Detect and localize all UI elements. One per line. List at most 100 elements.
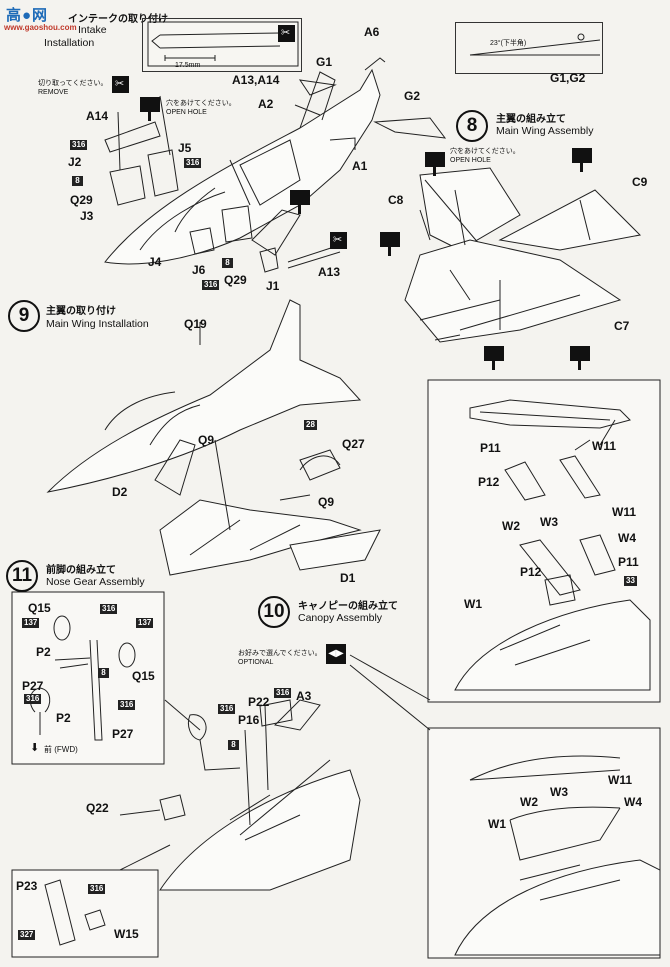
part-C9: C9 (632, 175, 648, 189)
open-hole-note-en: OPEN HOLE (166, 109, 207, 116)
part-Q15-b: Q15 (132, 669, 155, 683)
remove-knife-icon (278, 25, 295, 42)
part-J3: J3 (80, 209, 94, 223)
angle-label: 23°(下半角) (490, 40, 527, 47)
intake-title-en-a: Intake (78, 24, 107, 36)
part-Q15-a: Q15 (28, 601, 51, 615)
step10-number: 10 (258, 596, 290, 628)
part-W11-c: W11 (608, 773, 633, 787)
part-Q27: Q27 (342, 437, 365, 451)
part-J1: J1 (266, 279, 280, 293)
part-C8: C8 (388, 193, 404, 207)
part-A3: A3 (296, 689, 312, 703)
part-A13: A13 (318, 265, 341, 279)
dimension-label: 17.5mm (175, 62, 201, 69)
step8-drill-icon-d (484, 346, 504, 370)
part-W4-a: W4 (618, 531, 636, 545)
paint-tag-316-h: 316 (274, 688, 292, 698)
knife-icon-intake (330, 232, 347, 249)
step11-title-jp: 前脚の組み立て (46, 565, 116, 576)
forward-label: 前 (FWD) (44, 745, 78, 754)
paint-tag-316-f: 316 (118, 700, 136, 710)
watermark-line1: 高●网 (6, 7, 49, 24)
part-P2-b: P2 (56, 711, 71, 725)
part-Q19: Q19 (184, 317, 207, 331)
paint-tag-316-a: 316 (70, 140, 88, 150)
step8-drill-icon-c (380, 232, 400, 256)
part-P23: P23 (16, 879, 38, 893)
paint-tag-28: 28 (304, 420, 317, 430)
part-J6: J6 (192, 263, 206, 277)
paint-tag-316-c: 316 (202, 280, 220, 290)
paint-tag-33: 33 (624, 576, 637, 586)
forward-arrow-icon: ⬇ (30, 742, 40, 754)
part-Q9-a: Q9 (198, 433, 215, 447)
part-P27-a: P27 (22, 679, 44, 693)
step8-drill-icon-e (570, 346, 590, 370)
step10-title-en: Canopy Assembly (298, 612, 383, 624)
step10-title-jp: キャノピーの組み立て (298, 601, 398, 612)
part-P2-a: P2 (36, 645, 51, 659)
intake-title-en-b: Installation (44, 37, 95, 49)
part-W1-b: W1 (488, 817, 506, 831)
part-P12-a: P12 (478, 475, 500, 489)
part-A1: A1 (352, 159, 368, 173)
optional-note-jp: お好みで選んでください。 (238, 650, 322, 657)
inset-parts-label: A13,A14 (232, 73, 280, 87)
optional-note-en: OPTIONAL (238, 659, 274, 666)
open-hole-drill-icon (140, 97, 160, 121)
part-A14: A14 (86, 109, 109, 123)
part-G2: G2 (404, 89, 421, 103)
paint-tag-316-i: 316 (88, 884, 106, 894)
paint-tag-137-b: 137 (136, 618, 154, 628)
watermark-line2: www.gaoshou.com (4, 23, 77, 32)
step11-number: 11 (6, 560, 38, 592)
part-P12-b: P12 (520, 565, 542, 579)
paint-tag-316-e: 316 (24, 694, 42, 704)
part-W11-b: W11 (612, 505, 637, 519)
part-W15: W15 (114, 927, 139, 941)
part-W1-a: W1 (464, 597, 482, 611)
angle-parts-label: G1,G2 (550, 71, 586, 85)
part-J2: J2 (68, 155, 82, 169)
step9-title-en: Main Wing Installation (46, 318, 149, 330)
paint-tag-8-d: 8 (228, 740, 239, 750)
intake-title-jp: インテークの取り付け (68, 14, 168, 25)
part-W2-a: W2 (502, 519, 520, 533)
part-G1: G1 (316, 55, 333, 69)
step8-title-jp: 主翼の組み立て (496, 114, 566, 125)
open-hole-note-jp: 穴をあけてください。 (166, 100, 236, 107)
optional-choice-icon: ◀▶ (326, 644, 346, 664)
intake-dimension-inset (142, 18, 302, 72)
part-C7: C7 (614, 319, 630, 333)
paint-tag-8-b: 8 (222, 258, 233, 268)
paint-tag-8-c: 8 (98, 668, 109, 678)
part-P11-b: P11 (618, 555, 639, 569)
paint-tag-8-a: 8 (72, 176, 83, 186)
part-A2: A2 (258, 97, 274, 111)
paint-tag-316-g: 316 (218, 704, 236, 714)
watermark-logo: 高●网 www.gaoshou.com (4, 4, 77, 36)
paint-tag-327: 327 (18, 930, 36, 940)
paint-tag-137-a: 137 (22, 618, 40, 628)
part-A6: A6 (364, 25, 380, 39)
part-Q29-b: Q29 (224, 273, 247, 287)
remove-note-en: REMOVE (38, 89, 69, 96)
part-J5: J5 (178, 141, 192, 155)
step8-open-hole-jp: 穴をあけてください。 (450, 148, 520, 155)
part-Q29-a: Q29 (70, 193, 93, 207)
part-D1: D1 (340, 571, 356, 585)
part-W11-a: W11 (592, 439, 617, 453)
step8-open-hole-en: OPEN HOLE (450, 157, 491, 164)
remove-note-jp: 切り取ってください。 (38, 80, 108, 87)
remove-knife-icon-2 (112, 76, 129, 93)
part-P16: P16 (238, 713, 260, 727)
part-D2: D2 (112, 485, 128, 499)
step9-number: 9 (8, 300, 40, 332)
part-Q9-b: Q9 (318, 495, 335, 509)
step8-drill-icon-b (572, 148, 592, 172)
part-P11-a: P11 (480, 441, 501, 455)
part-W4-b: W4 (624, 795, 642, 809)
step8-number: 8 (456, 110, 488, 142)
